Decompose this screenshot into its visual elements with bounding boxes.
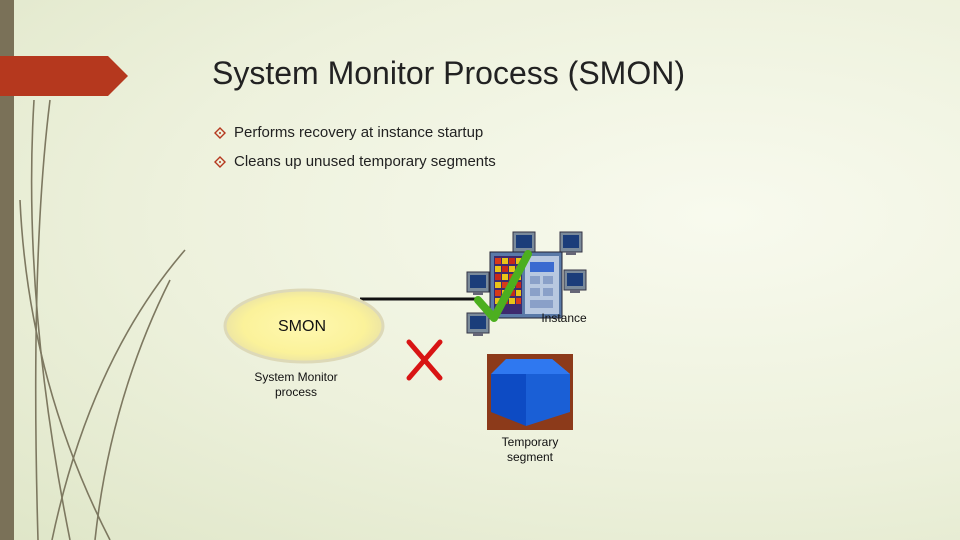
diamond-bullet-icon — [214, 126, 226, 139]
bullet-text: Cleans up unused temporary segments — [234, 153, 496, 170]
bullet-item: Cleans up unused temporary segments — [214, 147, 496, 176]
client-monitor-icons — [466, 231, 587, 336]
bullet-list: Performs recovery at instance startup Cl… — [214, 118, 496, 176]
left-accent-bar — [0, 0, 14, 540]
temporary-segment-caption: Temporary segment — [501, 435, 559, 464]
bullet-item: Performs recovery at instance startup — [214, 118, 496, 147]
smon-label: SMON — [278, 318, 326, 335]
title-accent-tab — [0, 56, 128, 96]
diamond-bullet-icon — [214, 155, 226, 168]
slide-title: System Monitor Process (SMON) — [212, 55, 685, 91]
check-mark-icon — [474, 250, 532, 322]
smon-caption: System Monitor process — [254, 370, 338, 399]
bullet-text: Performs recovery at instance startup — [234, 124, 484, 141]
instance-label: Instance — [541, 311, 587, 325]
decorative-curves — [19, 99, 186, 540]
temporary-segment-cube-icon — [487, 354, 573, 430]
cross-mark-icon — [406, 339, 443, 381]
smon-process-ellipse — [223, 288, 385, 364]
